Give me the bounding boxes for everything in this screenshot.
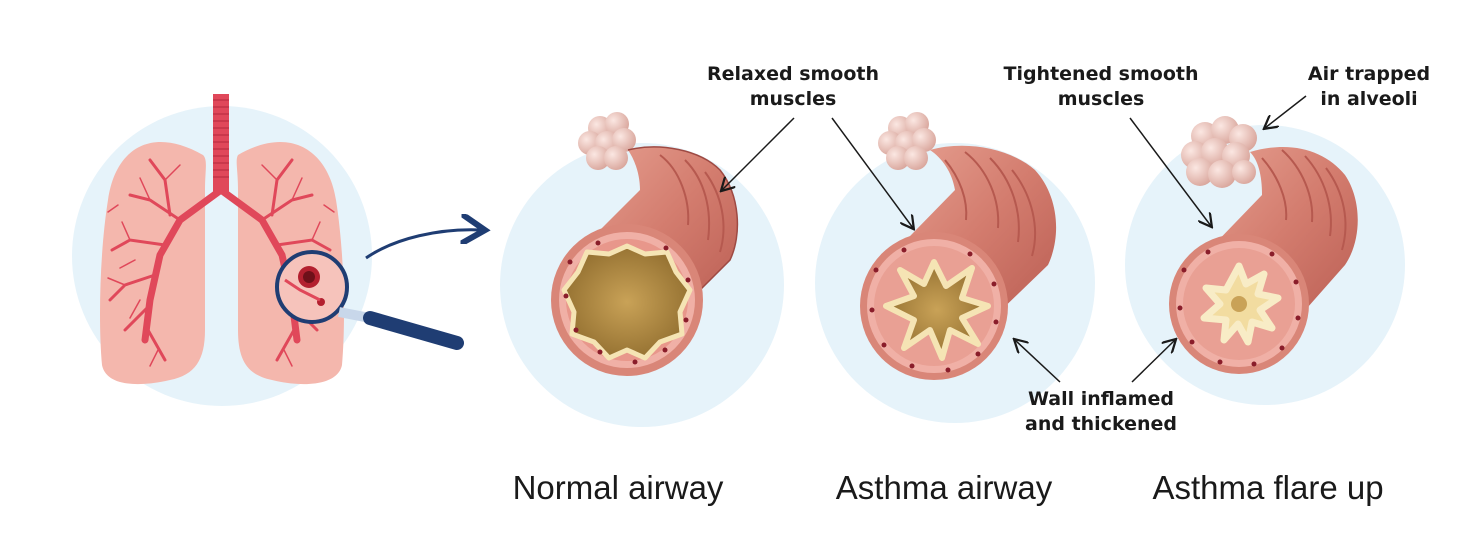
normal-airway-illustration [500,112,784,427]
annotation-labels: Relaxed smooth muscles Tightened smooth … [707,63,1430,435]
caption-normal-airway: Normal airway [513,469,724,506]
caption-asthma-flare-up: Asthma flare up [1152,469,1383,506]
asthma-alveoli [878,112,936,170]
asthma-cross-section [860,232,1008,380]
lungs-illustration [72,94,482,406]
arrow-relaxed-to-asthma [831,117,913,228]
zoom-arrow [365,230,482,260]
normal-cross-section [551,224,703,376]
arrow-air-trapped [1265,95,1307,128]
annotation-arrows [722,95,1307,383]
normal-alveoli [578,112,636,170]
flare-airway-illustration [1125,116,1405,405]
arrow-wall-asthma [1015,340,1061,383]
asthma-airway-illustration [815,112,1095,423]
label-relaxed-line2: muscles [750,88,837,110]
caption-asthma-airway: Asthma airway [836,469,1053,506]
label-wall-line2: and thickened [1025,413,1177,435]
label-air-line2: in alveoli [1320,88,1417,110]
label-tightened-line1: Tightened smooth [1003,63,1198,85]
label-wall-line1: Wall inflamed [1028,388,1174,410]
arrow-tightened-muscles [1129,117,1211,226]
trachea [213,94,229,194]
left-lung [100,142,206,385]
flare-cross-section [1169,234,1309,374]
arrow-wall-flare [1131,340,1175,383]
label-air-line1: Air trapped [1308,63,1430,85]
label-tightened-line2: muscles [1058,88,1145,110]
flare-alveoli [1181,116,1257,188]
label-relaxed-line1: Relaxed smooth [707,63,879,85]
captions: Normal airway Asthma airway Asthma flare… [513,469,1384,506]
magnifying-glass-icon [275,250,464,350]
arrow-relaxed-muscles [722,117,795,190]
